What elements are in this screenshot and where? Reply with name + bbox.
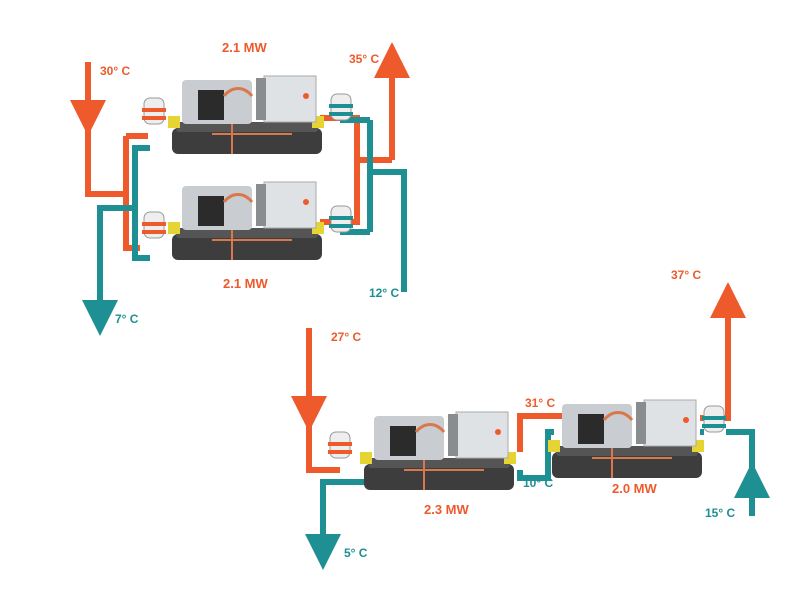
- pump-bottom-left-icon: [141, 211, 167, 239]
- series-evaporator-outlet-temp: 5° C: [344, 546, 368, 560]
- series-evaporator-through-pipe: [517, 429, 755, 482]
- parallel-bottom-capacity-label: 2.1 MW: [223, 276, 268, 291]
- series-condenser-supply-pipe: [306, 416, 340, 473]
- pump-bottom-right-icon: [328, 205, 354, 233]
- parallel-condenser-outlet-temp: 35° C: [349, 52, 380, 66]
- parallel-condenser-return-pipe: [320, 60, 392, 225]
- parallel-evaporator-inlet-temp: 12° C: [369, 286, 400, 300]
- series-evaporator-outlet-pipe: [305, 479, 370, 570]
- series-condenser-return-pipe: [700, 282, 746, 421]
- parallel-top-capacity-label: 2.1 MW: [222, 40, 267, 55]
- series-arrangement: [291, 282, 770, 570]
- pump-top-left-icon: [141, 97, 167, 125]
- parallel-evaporator-branch-pipe: [132, 208, 150, 261]
- chiller-top: [166, 74, 326, 156]
- chiller-series-right: [546, 398, 706, 480]
- pump-top-right-icon: [328, 93, 354, 121]
- pump-series-right-icon: [701, 405, 727, 433]
- series-condenser-mid-temp: 31° C: [525, 396, 556, 410]
- parallel-evaporator-outlet-temp: 7° C: [115, 312, 139, 326]
- series-condenser-inlet-temp: 27° C: [331, 330, 362, 344]
- series-right-capacity-label: 2.0 MW: [612, 481, 657, 496]
- parallel-arrangement: [70, 60, 407, 336]
- parallel-condenser-inlet-temp: 30° C: [100, 64, 131, 78]
- chiller-bottom: [166, 180, 326, 262]
- series-condenser-crossover-pipe: [517, 413, 570, 452]
- series-left-capacity-label: 2.3 MW: [424, 502, 469, 517]
- parallel-evaporator-return-pipe: [340, 117, 407, 292]
- series-condenser-outlet-temp: 37° C: [671, 268, 702, 282]
- series-evaporator-mid-temp: 10° C: [523, 476, 554, 490]
- pump-series-left-icon: [327, 431, 353, 459]
- chiller-series-left: [358, 410, 518, 492]
- series-evaporator-inlet-temp: 15° C: [705, 506, 736, 520]
